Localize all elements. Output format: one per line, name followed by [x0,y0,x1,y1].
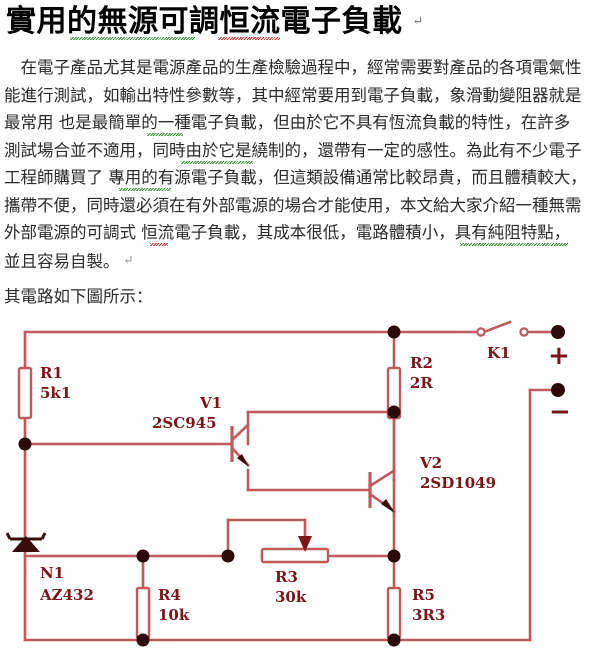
page-title: 實用的無源可調恒流電子負載 ↵ [6,2,424,42]
shunt-regulator-n1-triangle [12,536,40,552]
switch-k1-terminal-left [476,327,486,337]
resistor-body-r1 [17,366,33,420]
label-r4-ref: R4 [158,586,181,604]
body-line-8: 並且容易自製。↵ [0,247,600,276]
terminal-dot-negative [551,383,565,397]
figure-caption: 其電路如下圖所示： [4,287,153,306]
label-v1-ref: V1 [199,394,222,412]
body-spellcheck-underline-1 [147,133,183,136]
label-r1-value: 5k1 [40,384,71,402]
resistor-body-r3 [260,547,330,564]
label-v1-value: 2SC945 [152,414,217,432]
body-line-3: 最常用 也是最簡單的一種電子負載，但由於它不具有恆流負載的特性，在許多 [4,113,571,132]
label-v2-value: 2SD1049 [420,474,496,492]
terminal-dot-positive [551,325,565,339]
label-r5-value: 3R3 [412,606,445,624]
label-r4-value: 10k [158,606,190,624]
title-spellcheck-underline-1 [70,37,195,40]
label-n1-value: AZ432 [39,586,94,604]
switch-k1-terminal-right [519,327,529,337]
junction-dot-v1-collector [387,405,401,419]
paragraph-mark-icon-2: ↵ [123,252,134,267]
label-k1-ref: K1 [487,344,510,362]
label-r3-ref: R3 [275,568,298,586]
body-spellcheck-underline-4 [150,243,168,246]
junction-dots [18,325,401,647]
shunt-regulator-n1-bend-right [40,532,47,540]
body-spellcheck-underline-5 [460,243,568,246]
label-r3-value: 30k [275,588,307,606]
label-v2-ref: V2 [419,454,442,472]
junction-dot-bottom-r5 [387,633,401,647]
output-terminals [551,325,565,397]
label-n1-ref: N1 [40,564,64,582]
junction-dot-r4-top [136,549,150,563]
transistor-v2 [368,468,396,514]
component-labels: R1 5k1 R2 2R R3 30k R4 10k R5 3R3 V1 2SC… [39,341,571,624]
circuit-schematic-svg: R1 5k1 R2 2R R3 30k R4 10k R5 3R3 V1 2SC… [5,320,571,647]
body-line-1: 在電子產品尤其是電源產品的生產檢驗過程中，經常需要對產品的各項電氣性 [4,58,582,77]
switch-lever [482,320,512,334]
transistor-v1 [230,423,250,467]
paragraph-mark-icon: ↵ [412,14,424,29]
junction-dot-r4-bottom [136,633,150,647]
label-r2-value: 2R [410,374,433,392]
body-line-2: 能進行測試，如輸出特性參數等，其中經常要用到電子負載，象滑動變阻器就是 [4,85,582,105]
body-spellcheck-underline-2 [181,161,253,164]
title-spellcheck-underline-2 [218,37,280,40]
label-terminal-negative: − [549,397,571,427]
transistor-v1-collector-leg [231,423,250,441]
label-r2-ref: R2 [410,354,433,372]
potentiometer-wiper-icon [298,536,312,552]
junction-dot-r3-left [221,549,235,563]
body-line-7: 外部電源的可調式 恒流電子負載，其成本很低，電路體積小，具有純阻特點， [4,223,571,242]
switch-k1 [476,327,529,337]
junction-dot-top-rail [387,325,401,339]
page-title-text: 實用的無源可調恒流電子負載 [6,4,403,39]
label-terminal-positive: + [548,341,570,371]
body-line-8-text: 並且容易自製。 [4,251,120,271]
transistor-v1-emitter-arrow [237,454,249,467]
resistor-body-r4 [135,586,151,640]
junction-dot-mid-rail [387,549,401,563]
resistor-bodies [17,366,402,640]
transistor-v2-collector-leg [369,468,396,488]
transistor-v2-emitter-arrow [381,499,395,513]
body-line-4: 測試場合並不適用，同時由於它是繞制的，還帶有一定的感性。為此有不少電子 [4,140,582,160]
shunt-regulator-n1 [5,532,47,552]
resistor-body-r5 [386,586,402,640]
body-line-6: 攜帶不便，同時還必須在有外部電源的場合才能使用，本文給大家介紹一種無需 [4,195,582,215]
label-r5-ref: R5 [412,586,435,604]
body-line-5: 工程師購買了 專用的有源電子負載，但這類設備通常比較昂貴，而且體積較大， [4,168,587,187]
junction-dot-r1-base [18,437,32,451]
body-spellcheck-underline-3 [119,188,171,191]
shunt-regulator-n1-bend-left [5,532,12,540]
circuit-diagram: R1 5k1 R2 2R R3 30k R4 10k R5 3R3 V1 2SC… [0,320,600,655]
label-r1-ref: R1 [40,364,63,382]
article-body: 在電子產品尤其是電源產品的生產檢驗過程中，經常需要對產品的各項電氣性 能進行測試… [0,54,600,275]
